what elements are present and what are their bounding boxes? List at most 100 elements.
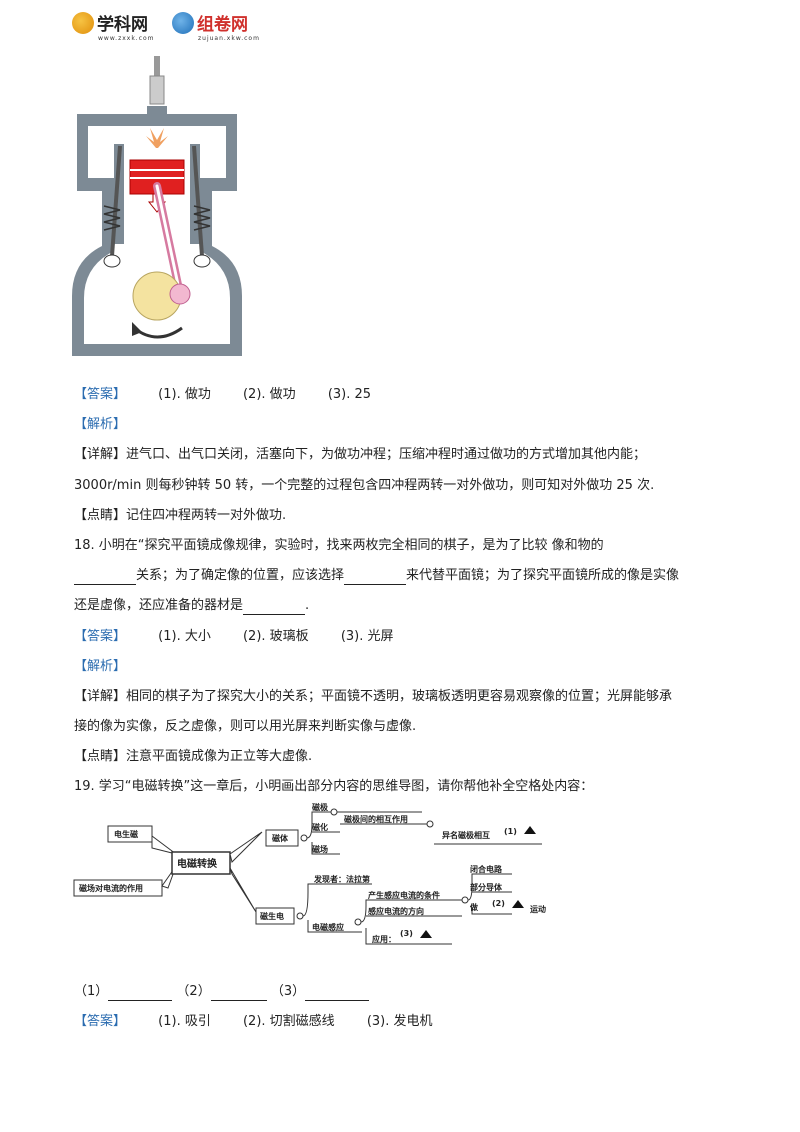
q19-answer: 【答案】 (1). 吸引 (2). 切割磁感线 (3). 发电机 [74, 1013, 433, 1031]
zujuan-logo: 组卷网 zujuan.xkw.com [172, 10, 259, 42]
q19-fill-blanks: （1） （2） （3） [74, 983, 370, 1001]
exhaust-valve [192, 145, 204, 257]
answer-item: (1). 做功 [158, 387, 211, 402]
question-text: 关系；为了确定像的位置，应该选择 [136, 568, 345, 583]
mm-label: 磁极间的相互作用 [344, 814, 408, 824]
mm-label: 运动 [530, 904, 546, 914]
answer-item: (3). 25 [327, 387, 372, 402]
spark-icon [146, 128, 168, 148]
question-text: . [305, 598, 310, 613]
q17-analysis: 【解析】 [74, 416, 126, 434]
answer-item: (3). 发电机 [366, 1014, 433, 1029]
mm-connector [229, 867, 257, 913]
mm-node [296, 912, 304, 920]
answer-item: (2). 做功 [242, 387, 296, 402]
zxxk-logo-url: www.zxxk.com [98, 35, 155, 42]
answer-item: (2). 玻璃板 [242, 629, 309, 644]
answer-blank [74, 570, 136, 585]
tip-text: 记住四冲程两转一对外做功. [126, 508, 287, 523]
intake-cam [103, 254, 121, 268]
mm-node [426, 820, 434, 828]
answer-blank [305, 986, 370, 1001]
q18-analysis: 【解析】 [74, 658, 126, 676]
question-text: 19. 学习“电磁转换”这一章后，小明画出部分内容的思维导图，请你帮他补全空格处… [74, 779, 594, 794]
q18-detail-1: 【详解】相同的棋子为了探究大小的关系；平面镜不透明，玻璃板透明更容易观察像的位置… [74, 688, 672, 706]
q19-question-line-1: 19. 学习“电磁转换”这一章后，小明画出部分内容的思维导图，请你帮他补全空格处… [74, 778, 593, 796]
answer-tag: 【答案】 [74, 629, 127, 644]
mm-label: 电生磁 [114, 829, 138, 839]
mm-label: 做 [469, 902, 478, 912]
blank-label: （2） [176, 984, 211, 999]
mm-center-label: 电磁转换 [177, 857, 218, 870]
mm-label: 异名磁极相互 [442, 830, 490, 840]
zujuan-logo-text: 组卷网 [197, 15, 248, 35]
question-text: 还是虚像，还应准备的器材是 [74, 598, 244, 613]
answer-blank [108, 986, 173, 1001]
q18-tip: 【点睛】注意平面镜成像为正立等大虚像. [74, 748, 312, 766]
answer-item: (2). 切割磁感线 [242, 1014, 335, 1029]
mm-box-force-on-current [73, 879, 163, 897]
valve-spring [193, 205, 211, 231]
connecting-rod-highlight [155, 184, 182, 296]
mm-branch [467, 873, 512, 915]
zujuan-logo-url: zujuan.xkw.com [198, 35, 260, 42]
mm-label: 磁生电 [260, 911, 284, 921]
tip-text: 注意平面镜成像为正立等大虚像. [126, 749, 313, 764]
detail-text: 接的像为实像，反之虚像，则可以用光屏来判断实像与虚像. [74, 719, 417, 734]
blank-label: （3） [270, 984, 306, 999]
detail-text: 相同的棋子为了探究大小的关系；平面镜不透明，玻璃板透明更容易观察像的位置；光屏能… [126, 689, 673, 704]
mm-label: 磁化 [312, 822, 328, 832]
question-text: 来代替平面镜；为了探究平面镜所成的像是实像 [406, 568, 680, 583]
mm-blank-label: (3) [400, 929, 413, 938]
valve-spring [103, 205, 121, 231]
q17-detail-2: 3000r/min 则每秒钟转 50 转，一个完整的过程包含四冲程两转一对外做功… [74, 477, 654, 495]
mm-blank-label: (2) [492, 899, 505, 908]
rotation-arrow-head-icon [132, 322, 142, 336]
answer-blank [344, 570, 407, 585]
answer-tag: 【答案】 [74, 1014, 127, 1029]
engine-diagram [72, 56, 242, 356]
triangle-icon [512, 900, 524, 908]
mm-label: 发现者：法拉第 [313, 874, 370, 884]
mm-box-magneto-electric [255, 907, 295, 925]
crank-pin [169, 283, 191, 305]
mm-branch [306, 811, 340, 855]
mm-center-box [171, 851, 231, 875]
tip-tag: 【点睛】 [74, 508, 127, 523]
blank-label: （1） [74, 984, 109, 999]
cylinder-wall-left [114, 144, 124, 244]
mm-label: 磁体 [272, 833, 289, 843]
mm-box-magnet [265, 829, 299, 847]
header-logos: 学科网 www.zxxk.com 组卷网 zujuan.xkw.com [72, 10, 272, 50]
detail-tag: 【详解】 [74, 689, 127, 704]
answer-item: (3). 光屏 [340, 629, 394, 644]
mm-label: 磁场对电流的作用 [79, 883, 143, 893]
answer-tag: 【答案】 [74, 387, 127, 402]
mm-label: 产生感应电流的条件 [368, 890, 440, 900]
answer-blank [243, 600, 306, 615]
triangle-icon [524, 826, 536, 834]
mm-node [354, 918, 362, 926]
detail-text: 3000r/min 则每秒钟转 50 转，一个完整的过程包含四冲程两转一对外做功… [74, 478, 655, 493]
q17-answer: 【答案】 (1). 做功 (2). 做功 (3). 25 [74, 386, 371, 404]
intake-valve [110, 145, 122, 257]
mm-label: 闭合电路 [470, 864, 503, 874]
question-text: 18. 小明在“探究平面镜成像规律，实验时，找来两枚完全相同的棋子，是为了比较 … [74, 538, 604, 553]
q18-detail-2: 接的像为实像，反之虚像，则可以用光屏来判断实像与虚像. [74, 718, 416, 736]
analysis-tag: 【解析】 [74, 659, 127, 674]
q17-detail-1: 【详解】进气口、出气口关闭，活塞向下，为做功冲程；压缩冲程时通过做功的方式增加其… [74, 446, 646, 464]
cylinder-wall-right [190, 144, 200, 244]
mind-map-diagram: 电生磁 磁场对电流的作用 电磁转换 磁体 磁极 磁化 磁场 磁极间的相互作用 异… [73, 802, 546, 945]
zxxk-logo-text: 学科网 [97, 15, 148, 35]
q18-question-line-1: 18. 小明在“探究平面镜成像规律，实验时，找来两枚完全相同的棋子，是为了比较 … [74, 537, 604, 555]
tip-tag: 【点睛】 [74, 749, 127, 764]
mm-label: 部分导体 [470, 882, 503, 892]
mm-node [300, 834, 308, 842]
exhaust-cam [193, 254, 211, 268]
spark-plug [149, 75, 165, 105]
triangle-icon [420, 930, 432, 938]
mm-label: 感应电流的方向 [368, 906, 424, 916]
mm-label: 磁极 [312, 802, 328, 812]
mm-blank-label: (1) [504, 827, 517, 836]
analysis-tag: 【解析】 [74, 417, 127, 432]
